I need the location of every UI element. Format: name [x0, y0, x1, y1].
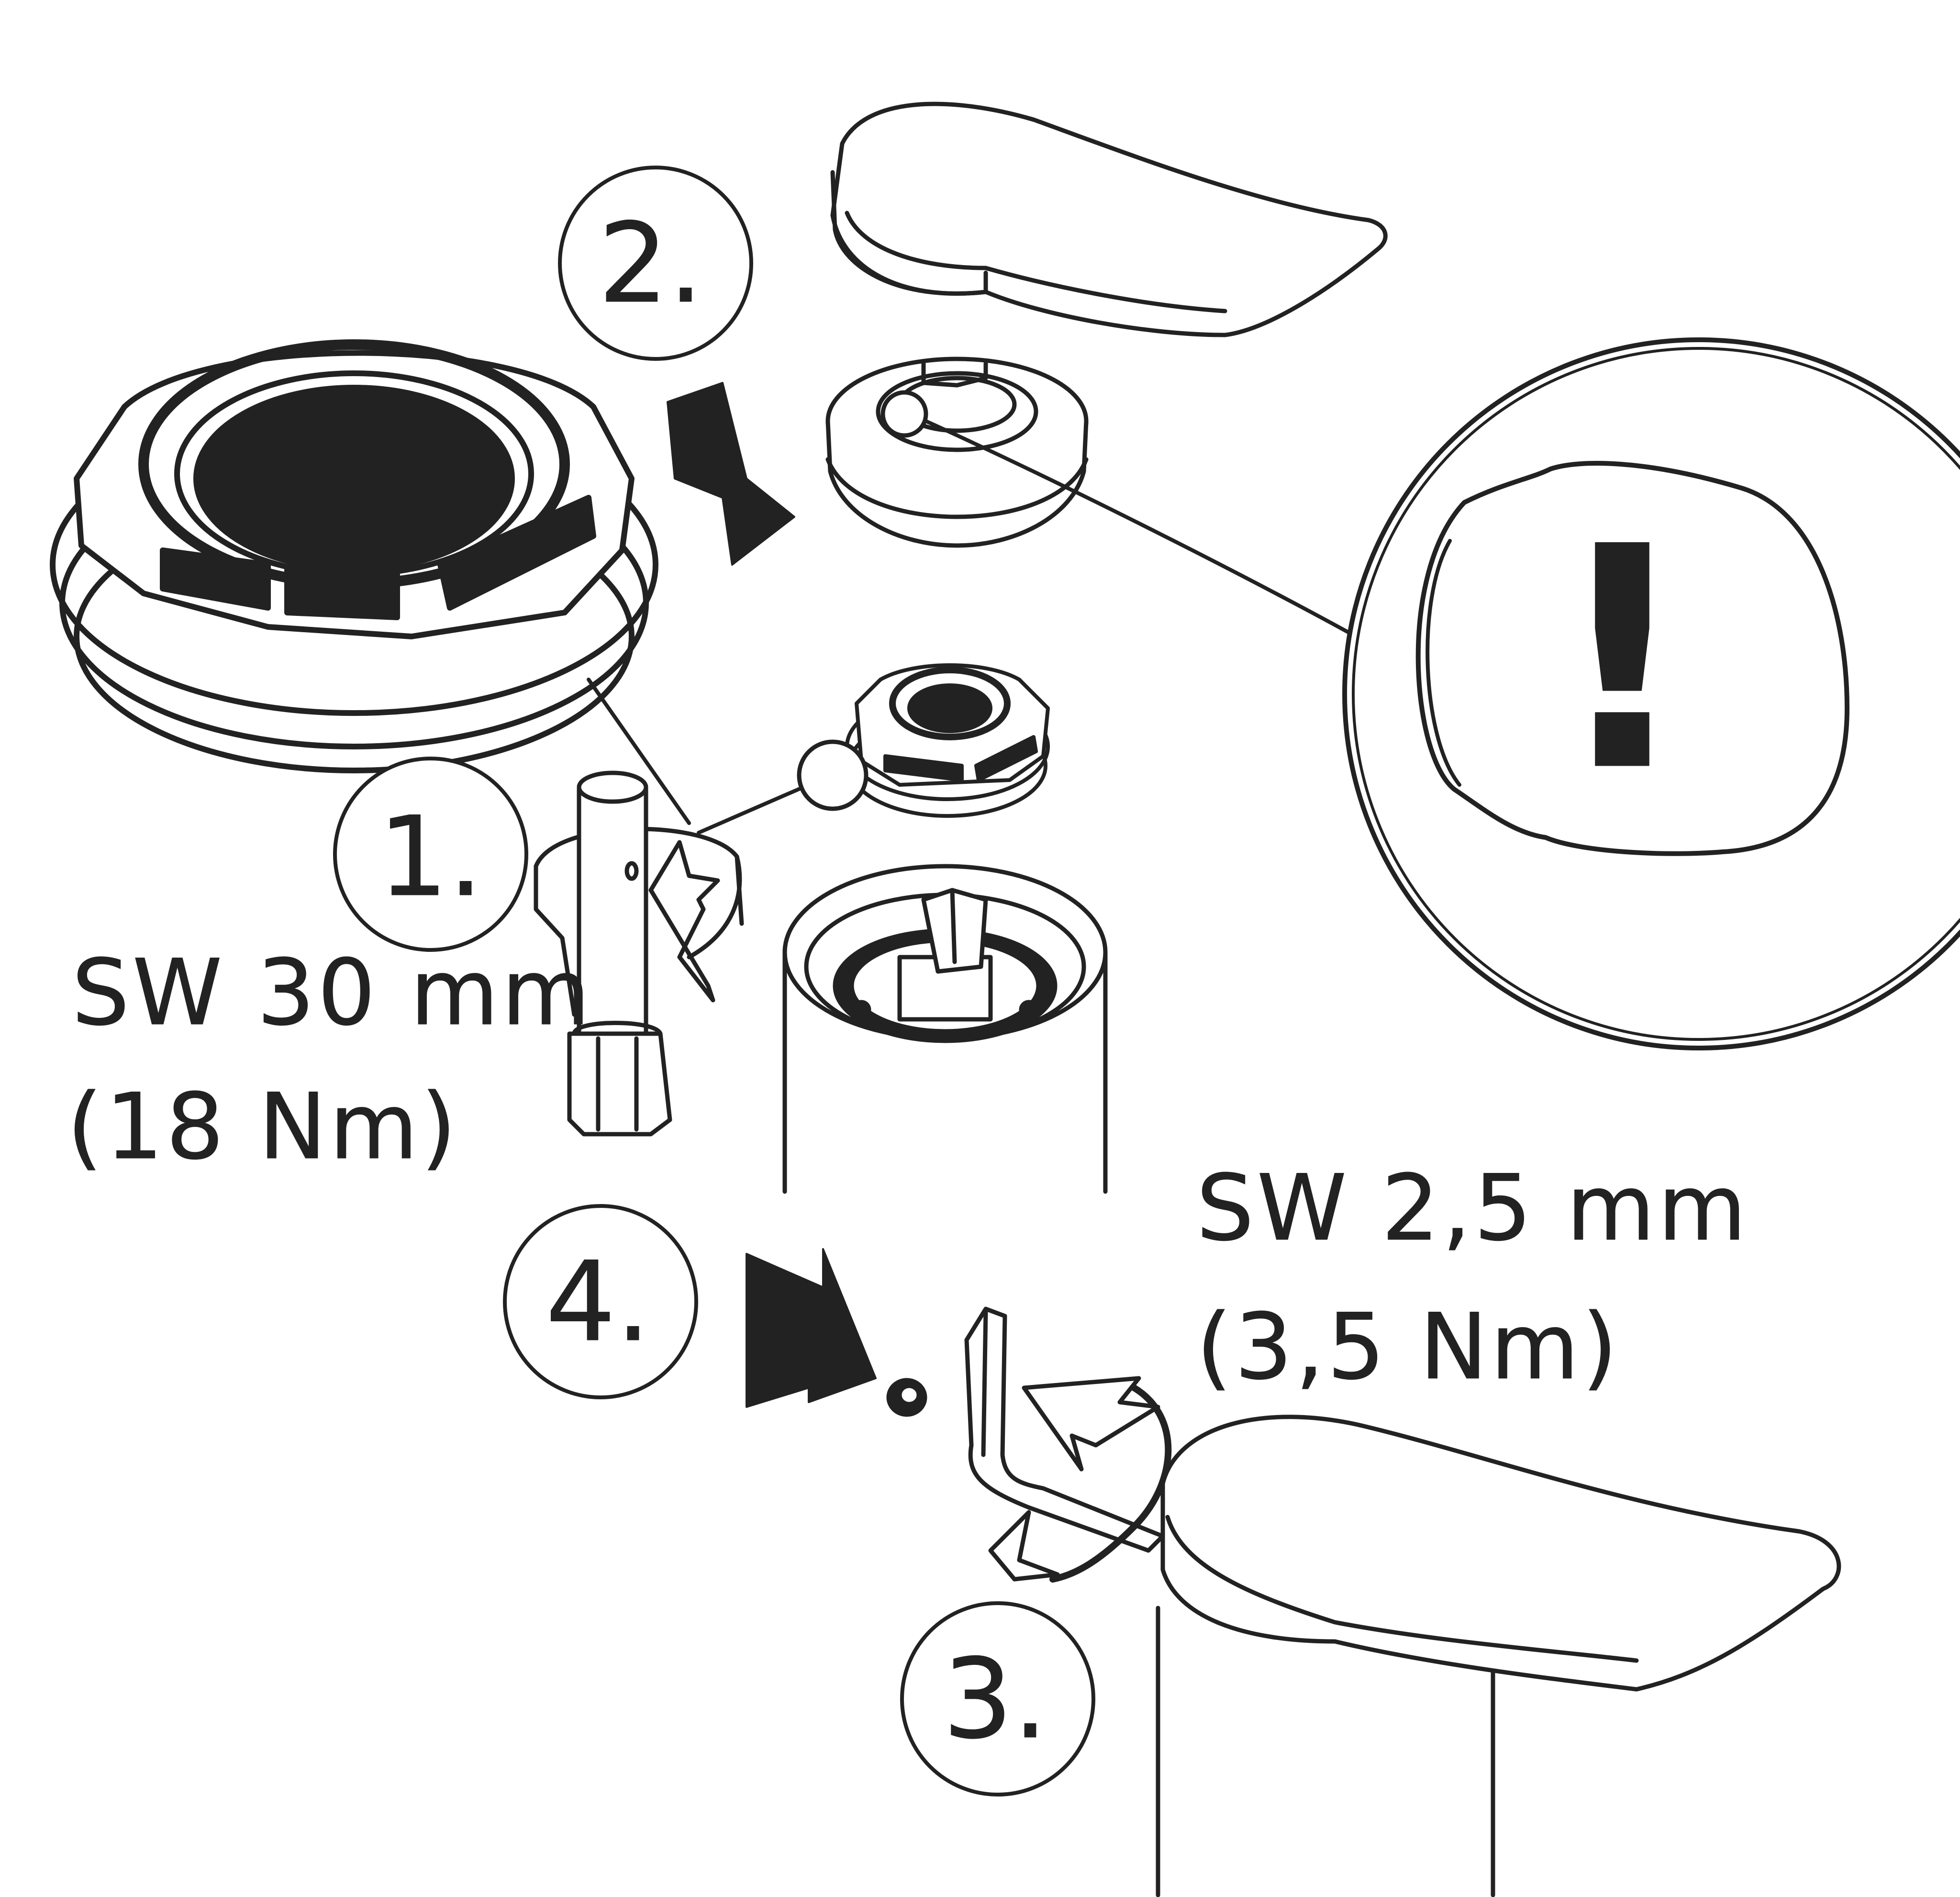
- socket-wrench: [534, 770, 744, 1137]
- hex-nut-large: [50, 339, 658, 773]
- lever-handle-top: [830, 101, 1388, 337]
- wrench-size-label: SW 30 mm: [72, 940, 593, 1046]
- step-badge-1: 1.: [333, 757, 528, 952]
- step-2-label: 2.: [598, 200, 703, 328]
- hex-key-size-label: SW 2,5 mm: [1196, 1155, 1749, 1261]
- warning-callout: !: [1342, 337, 1960, 1050]
- step-4-arrow: [746, 1248, 877, 1408]
- small-nut-marker: [797, 739, 869, 811]
- cap-detail-marker: [880, 390, 928, 438]
- callout-cap-outline: [1415, 461, 1849, 856]
- cartridge-cap: [825, 357, 1089, 548]
- lever-handle-bottom: [1156, 1415, 1841, 1897]
- wrench-torque-label: (18 Nm): [67, 1074, 459, 1180]
- hex-key: [964, 1306, 1172, 1583]
- valve-body: [782, 864, 1108, 1194]
- step-1-label: 1.: [378, 793, 483, 921]
- callout-leader-line: [924, 419, 1375, 648]
- leader-nut-to-socket: [587, 678, 691, 825]
- step-4-label: 4.: [546, 1239, 650, 1366]
- warning-exclamation-icon: !: [1552, 481, 1692, 838]
- hex-key-torque-label: (3,5 Nm): [1196, 1294, 1620, 1400]
- step-badge-2: 2.: [558, 166, 753, 361]
- step-3-label: 3.: [943, 1636, 1047, 1763]
- step-2-arrow: [667, 382, 795, 566]
- grub-screw: [886, 1378, 927, 1417]
- leader-socket-to-small-nut: [697, 783, 811, 835]
- hex-nut-small: [845, 663, 1050, 818]
- step-badge-4: 4.: [503, 1204, 698, 1399]
- step-badge-3: 3.: [900, 1601, 1095, 1797]
